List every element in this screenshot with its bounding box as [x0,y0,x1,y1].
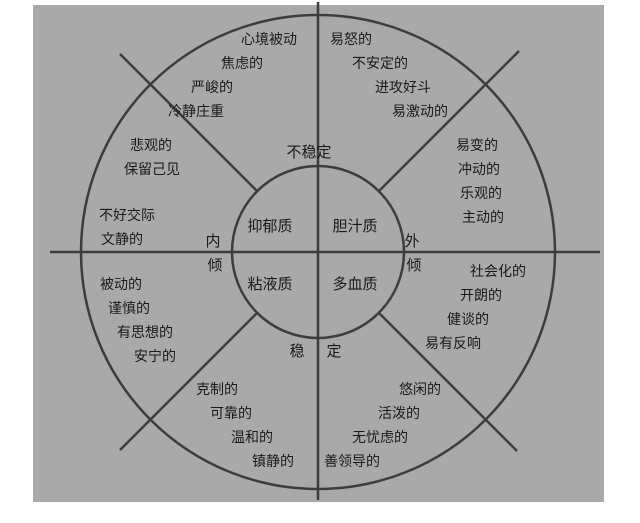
trait-lr2-1: 活泼的 [378,406,420,422]
axis-stable-1: 稳 [289,342,304,360]
label-melancholic: 抑郁质 [247,217,292,235]
trait-ll1-3: 安宁的 [134,348,176,365]
trait-ur1-3: 易激动的 [392,103,448,120]
label-choleric: 胆汁质 [332,217,377,235]
diagonal-upper-left [119,53,258,192]
trait-ul1b-1: 焦虑的 [221,56,263,72]
trait-ll2-0: 克制的 [196,382,238,398]
trait-ll2-1: 可靠的 [210,406,252,422]
trait-lr1-2: 健谈的 [447,312,489,328]
trait-ur1-1: 不安定的 [352,56,408,72]
trait-lr2-0: 悠闲的 [399,382,441,398]
axis-unstable: 不稳定 [286,143,331,161]
trait-ul2-1: 文静的 [101,232,143,248]
trait-ur1-2: 进攻好斗 [375,80,431,96]
axis-introvert-2: 倾 [207,256,222,274]
trait-ll2-3: 镇静的 [252,454,294,470]
trait-ll1-0: 被动的 [100,277,142,293]
trait-lr2-3: 善领导的 [324,454,380,470]
trait-ll2-2: 温和的 [231,430,273,446]
trait-ll1-2: 有思想的 [117,325,173,341]
label-phlegmatic: 粘液质 [247,275,292,293]
trait-ul1a-0: 悲观的 [130,137,172,154]
trait-ur2-2: 乐观的 [460,186,502,202]
trait-ll1-1: 谨慎的 [108,301,150,317]
trait-ul1b-0: 心境被动 [241,32,297,48]
axis-extrovert-2: 倾 [406,256,421,274]
trait-ul1a-1: 保留己见 [124,162,180,178]
trait-lr1-1: 开朗的 [460,288,502,304]
trait-lr1-3: 易有反响 [425,336,481,352]
diagonal-lower-right [378,312,518,452]
trait-ur2-0: 易变的 [456,138,498,154]
axis-introvert-1: 内 [205,232,220,250]
trait-ul1b-3: 冷静庄重 [168,103,224,120]
trait-ul2-0: 不好交际 [99,207,155,224]
trait-lr2-2: 无忧虑的 [352,430,408,446]
axis-stable-2: 定 [326,342,341,360]
label-sanguine: 多血质 [332,275,377,293]
trait-ur2-3: 主动的 [462,210,504,226]
diagonal-lower-left [119,312,258,451]
trait-ul1b-2: 严峻的 [191,80,233,96]
diagonal-upper-right [378,50,520,192]
trait-lr1-0: 社会化的 [470,264,526,280]
trait-ur2-1: 冲动的 [458,162,500,178]
axis-extrovert-1: 外 [404,232,419,250]
trait-ur1-0: 易怒的 [330,32,372,48]
